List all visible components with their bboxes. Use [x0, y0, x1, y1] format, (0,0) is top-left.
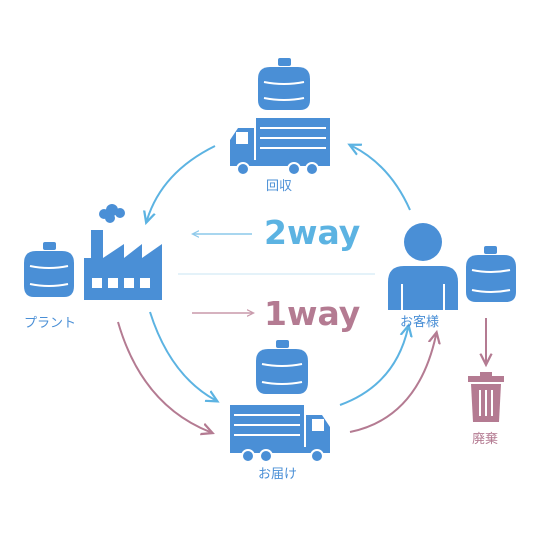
disposal-node: 廃棄: [468, 372, 504, 447]
factory-icon: [84, 204, 162, 300]
water-bottle-icon: [24, 242, 74, 297]
center-legend: 2way 1way: [178, 213, 375, 333]
arrow-delivery-to-customer-blue: [339, 328, 408, 406]
arrow-delivery-to-customer-mauve: [349, 335, 436, 433]
cycle-arrows: [117, 145, 486, 433]
customer-label: お客様: [400, 314, 439, 330]
water-bottle-icon: [258, 58, 310, 110]
disposal-label: 廃棄: [472, 431, 498, 447]
delivery-node: お届け: [230, 340, 330, 482]
customer-node: お客様: [388, 223, 516, 330]
water-bottle-icon: [466, 246, 516, 302]
collection-label: 回収: [266, 179, 292, 194]
arrow-collection-to-plant: [147, 145, 216, 220]
two-way-label: 2way: [264, 213, 360, 252]
arrow-plant-to-delivery-blue: [149, 311, 215, 400]
water-bottle-icon: [256, 340, 308, 394]
plant-node: プラント: [24, 204, 162, 331]
arrow-customer-to-collection: [352, 146, 411, 211]
collection-node: 回収: [230, 58, 330, 194]
person-icon: [388, 223, 458, 310]
truck-icon: [230, 118, 330, 176]
truck-icon: [230, 405, 330, 463]
arrow-plant-to-delivery-mauve: [117, 321, 210, 432]
trash-can-icon: [468, 372, 504, 422]
one-way-label: 1way: [264, 294, 360, 333]
plant-label: プラント: [24, 316, 76, 331]
delivery-label: お届け: [258, 467, 297, 482]
